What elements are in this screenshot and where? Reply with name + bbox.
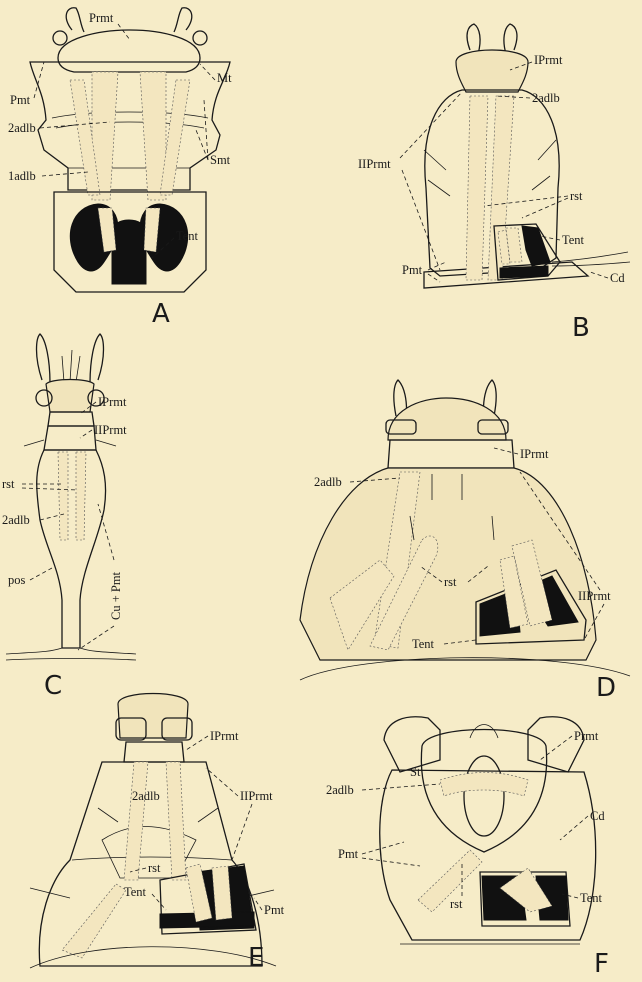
head-shape <box>46 380 94 413</box>
figure-c: IPrmt IIPrmt rst 2adlb pos Cu + Pmt C <box>2 334 136 701</box>
label-smt: Smt <box>210 153 231 167</box>
muscle-band <box>466 96 488 280</box>
antenna-icon <box>504 24 517 54</box>
head-shape <box>118 694 188 739</box>
label-pmt: Pmt <box>264 903 285 917</box>
prementum-plate <box>124 742 184 762</box>
figure-f: Prmt 2adlb St Cd Pmt rst Tent F <box>326 717 609 979</box>
muscle-band <box>62 884 126 958</box>
label-2adlb: 2adlb <box>8 121 36 135</box>
head-lobe <box>528 717 584 772</box>
label-rst: rst <box>450 897 463 911</box>
label-2adlb: 2adlb <box>132 789 160 803</box>
label-iprmt: IPrmt <box>534 53 563 67</box>
palp-lines <box>62 350 80 382</box>
muscle-band <box>58 452 68 540</box>
prementum-plate <box>388 440 514 468</box>
antenna-icon <box>467 24 480 54</box>
figure-e: IPrmt 2adlb IIPrmt rst Tent Pmt E <box>30 694 285 974</box>
tentorium-mass <box>522 226 550 266</box>
label-iprmt: IPrmt <box>520 447 549 461</box>
label-prmt: Prmt <box>89 11 114 25</box>
base-line <box>6 648 136 660</box>
label-rst: rst <box>444 575 457 589</box>
label-pmt: Pmt <box>402 263 423 277</box>
glossa-opening <box>464 756 504 836</box>
eye-icon <box>193 31 207 45</box>
label-tent: Tent <box>412 637 435 651</box>
antenna-icon <box>37 334 51 384</box>
label-rst: rst <box>148 861 161 875</box>
figure-e-outline <box>30 694 276 969</box>
label-rst: rst <box>570 189 583 203</box>
figure-c-labels: IPrmt IIPrmt rst 2adlb pos Cu + Pmt C <box>2 395 127 701</box>
tentorium-bridge <box>112 220 146 284</box>
label-pos: pos <box>8 573 26 587</box>
head-shape <box>58 30 200 72</box>
figure-e-letter: E <box>248 943 264 973</box>
label-iiprmt: IIPrmt <box>94 423 127 437</box>
prementum-plate <box>48 412 94 426</box>
label-tent: Tent <box>580 891 603 905</box>
antenna-icon <box>66 8 84 32</box>
figure-a-outline <box>30 8 230 292</box>
cardo-line <box>552 252 630 266</box>
muscle-band <box>166 762 186 880</box>
figure-a-letter: A <box>152 299 170 329</box>
label-cu-pmt: Cu + Pmt <box>109 571 123 620</box>
figure-b-letter: B <box>572 313 590 343</box>
base-line <box>300 658 630 680</box>
figure-d-letter: D <box>596 673 616 703</box>
label-iprmt: IPrmt <box>210 729 239 743</box>
label-iiprmt: IIPrmt <box>578 589 611 603</box>
figure-f-outline <box>380 717 596 944</box>
label-prmt: Prmt <box>574 729 599 743</box>
label-iprmt: IPrmt <box>98 395 127 409</box>
antenna-icon <box>90 334 104 384</box>
tentorium-bridge <box>500 266 548 278</box>
label-iiprmt: IIPrmt <box>240 789 273 803</box>
label-tent: Tent <box>176 229 199 243</box>
label-tent: Tent <box>124 885 147 899</box>
prementum-plate <box>44 426 96 450</box>
label-tent: Tent <box>562 233 585 247</box>
antenna-icon <box>174 8 192 32</box>
muscle-band <box>440 773 528 797</box>
label-1adlb: 1adlb <box>8 169 36 183</box>
eye-icon <box>53 31 67 45</box>
label-pmt: Pmt <box>10 93 31 107</box>
head-lobe <box>384 717 440 772</box>
label-st: St <box>410 765 421 779</box>
figure-d-outline <box>300 380 630 680</box>
figure-c-letter: C <box>44 671 62 701</box>
muscle-band <box>124 762 148 880</box>
thorax-shape <box>30 62 230 190</box>
label-rst: rst <box>2 477 15 491</box>
figure-f-letter: F <box>594 949 609 979</box>
figure-a: Prmt Pmt 2adlb 1adlb Mt Smt Tent A <box>8 8 232 329</box>
label-2adlb: 2adlb <box>2 513 30 527</box>
suture-line <box>72 857 232 860</box>
muscle-band <box>76 452 86 540</box>
figure-d: IPrmt 2adlb rst IIPrmt Tent D <box>300 380 630 703</box>
figure-b: IPrmt 2adlb IIPrmt rst Tent Pmt Cd B <box>358 24 630 343</box>
figure-b-outline <box>424 24 630 288</box>
label-pmt: Pmt <box>338 847 359 861</box>
label-cd: Cd <box>610 271 625 285</box>
suture-line <box>470 725 498 739</box>
head-shape <box>456 50 528 92</box>
label-cd: Cd <box>590 809 605 823</box>
label-2adlb: 2adlb <box>532 91 560 105</box>
label-2adlb: 2adlb <box>314 475 342 489</box>
neck-shape <box>37 450 106 648</box>
label-iiprmt: IIPrmt <box>358 157 391 171</box>
setae <box>424 140 556 196</box>
label-2adlb: 2adlb <box>326 783 354 797</box>
setae <box>24 440 116 446</box>
label-mt: Mt <box>217 71 232 85</box>
